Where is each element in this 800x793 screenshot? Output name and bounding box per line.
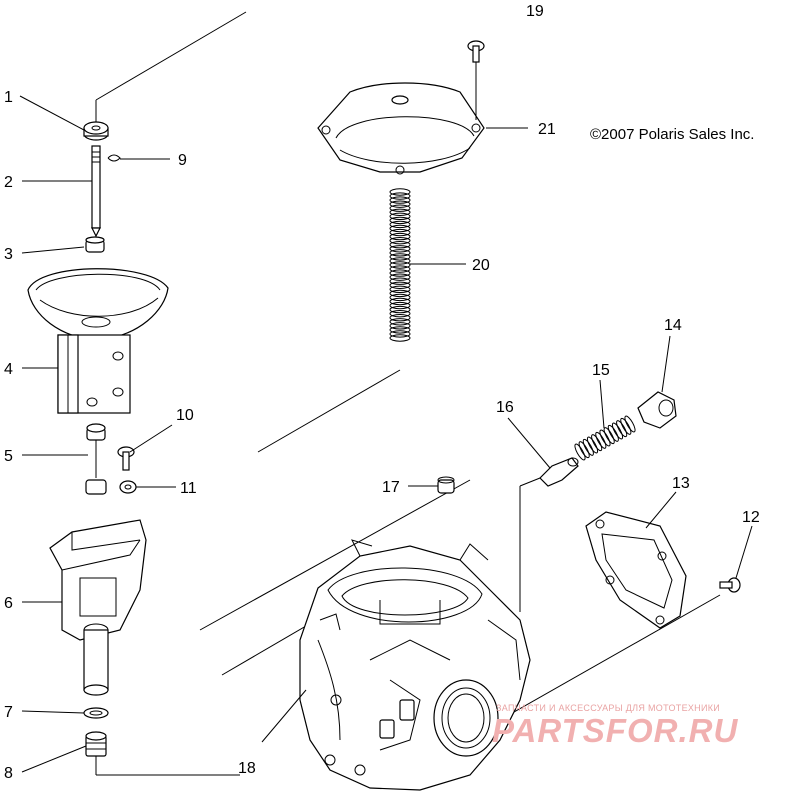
spring-coil bbox=[389, 232, 411, 241]
callout-9: 9 bbox=[178, 152, 187, 169]
part-1-cap bbox=[83, 121, 109, 141]
part-5-screw bbox=[85, 423, 107, 495]
part-20-spring bbox=[389, 188, 411, 342]
spring-coil bbox=[389, 228, 411, 237]
spring-coil bbox=[624, 415, 636, 433]
spring-coil bbox=[389, 245, 411, 253]
callout-4: 4 bbox=[4, 361, 13, 378]
callout-10: 10 bbox=[176, 407, 194, 424]
spring-coil bbox=[389, 297, 411, 306]
part-8-jet bbox=[85, 731, 107, 757]
callout-6: 6 bbox=[4, 595, 13, 612]
spring-coil bbox=[582, 438, 594, 456]
part-19-screw bbox=[467, 40, 485, 120]
part-3-spacer bbox=[85, 236, 105, 253]
spring-coil bbox=[389, 196, 411, 204]
spring-coil bbox=[389, 200, 411, 208]
callout-2: 2 bbox=[4, 174, 13, 191]
spring-coil bbox=[389, 224, 411, 233]
spring-coil bbox=[389, 216, 411, 225]
spring-coil bbox=[607, 424, 619, 442]
spring-coil bbox=[389, 301, 411, 310]
spring-coil bbox=[389, 334, 411, 342]
spring-coil bbox=[595, 431, 607, 449]
callout-11: 11 bbox=[180, 480, 197, 497]
part-17-nut bbox=[437, 476, 455, 494]
callout-21: 21 bbox=[538, 121, 556, 138]
part-16-pilot-screw bbox=[539, 457, 579, 487]
callout-12: 12 bbox=[742, 509, 760, 526]
part-4-diaphragm bbox=[27, 268, 169, 414]
spring-coil bbox=[389, 212, 411, 221]
part-14-plug bbox=[637, 391, 677, 429]
callout-17: 17 bbox=[382, 479, 400, 496]
spring-coil bbox=[389, 309, 411, 318]
spring-coil bbox=[389, 289, 411, 298]
callout-7: 7 bbox=[4, 704, 13, 721]
watermark-tagline: ЗАПЧАСТИ И АКСЕССУАРЫ ДЛЯ МОТОТЕХНИКИ bbox=[496, 703, 721, 713]
spring-coil bbox=[389, 273, 411, 281]
spring-coil bbox=[389, 261, 411, 269]
spring-coil bbox=[620, 417, 632, 435]
spring-coil bbox=[389, 293, 411, 302]
leader-lines bbox=[19, 95, 753, 773]
spring-coil bbox=[389, 281, 411, 289]
spring-coil bbox=[389, 318, 411, 326]
spring-coil bbox=[389, 269, 411, 277]
spring-coil bbox=[389, 236, 411, 245]
callout-15: 15 bbox=[592, 362, 610, 379]
callout-16: 16 bbox=[496, 399, 514, 416]
spring-coil bbox=[389, 253, 411, 261]
callout-5: 5 bbox=[4, 448, 13, 465]
spring-coil bbox=[389, 192, 411, 200]
spring-coil bbox=[389, 265, 411, 273]
part-10-screw bbox=[117, 446, 135, 471]
callout-13: 13 bbox=[672, 475, 690, 492]
part-13-gasket bbox=[585, 511, 687, 629]
spring-coil bbox=[389, 285, 411, 294]
spring-coil bbox=[578, 441, 590, 459]
spring-coil bbox=[574, 443, 586, 461]
callout-20: 20 bbox=[472, 257, 490, 274]
callout-3: 3 bbox=[4, 246, 13, 263]
spring-coil bbox=[586, 436, 599, 454]
spring-coil bbox=[603, 427, 615, 445]
part-18-carburetor-body bbox=[299, 539, 531, 791]
callout-19: 19 bbox=[526, 3, 544, 20]
spring-coil bbox=[389, 220, 411, 229]
callout-labels: 1 2 3 4 5 6 7 8 9 10 11 12 13 14 15 16 1… bbox=[4, 3, 760, 782]
part-11-washer bbox=[119, 480, 137, 494]
spring-coil bbox=[389, 322, 411, 330]
spring-coil bbox=[599, 429, 611, 447]
spring-coil bbox=[389, 188, 411, 196]
copyright-notice: ©2007 Polaris Sales Inc. bbox=[590, 126, 755, 143]
divider-lines bbox=[95, 11, 721, 776]
spring-coil bbox=[616, 420, 628, 438]
spring-coil bbox=[389, 249, 411, 257]
spring-coil bbox=[389, 330, 411, 338]
spring-coil bbox=[611, 422, 624, 440]
spring-coil bbox=[389, 326, 411, 334]
part-2-needle bbox=[91, 145, 101, 238]
spring-coil bbox=[389, 204, 411, 212]
spring-coil bbox=[389, 257, 411, 265]
callout-1: 1 bbox=[4, 89, 13, 106]
spring-coil bbox=[389, 208, 411, 216]
callout-18: 18 bbox=[238, 760, 256, 777]
spring-coil bbox=[389, 305, 411, 314]
part-9-clip bbox=[107, 154, 121, 162]
spring-coil bbox=[389, 277, 411, 285]
part-6-slide-body bbox=[49, 519, 147, 696]
part-12-screw bbox=[719, 577, 741, 593]
callout-8: 8 bbox=[4, 765, 13, 782]
part-15-spring bbox=[574, 415, 636, 461]
part-7-oring bbox=[83, 707, 109, 719]
watermark-logo: PARTSFOR.RU bbox=[492, 712, 739, 749]
spring-coil bbox=[389, 241, 411, 249]
spring-coil bbox=[389, 314, 411, 322]
spring-coil bbox=[591, 434, 603, 452]
callout-14: 14 bbox=[664, 317, 682, 334]
part-21-top-cover bbox=[317, 82, 485, 175]
